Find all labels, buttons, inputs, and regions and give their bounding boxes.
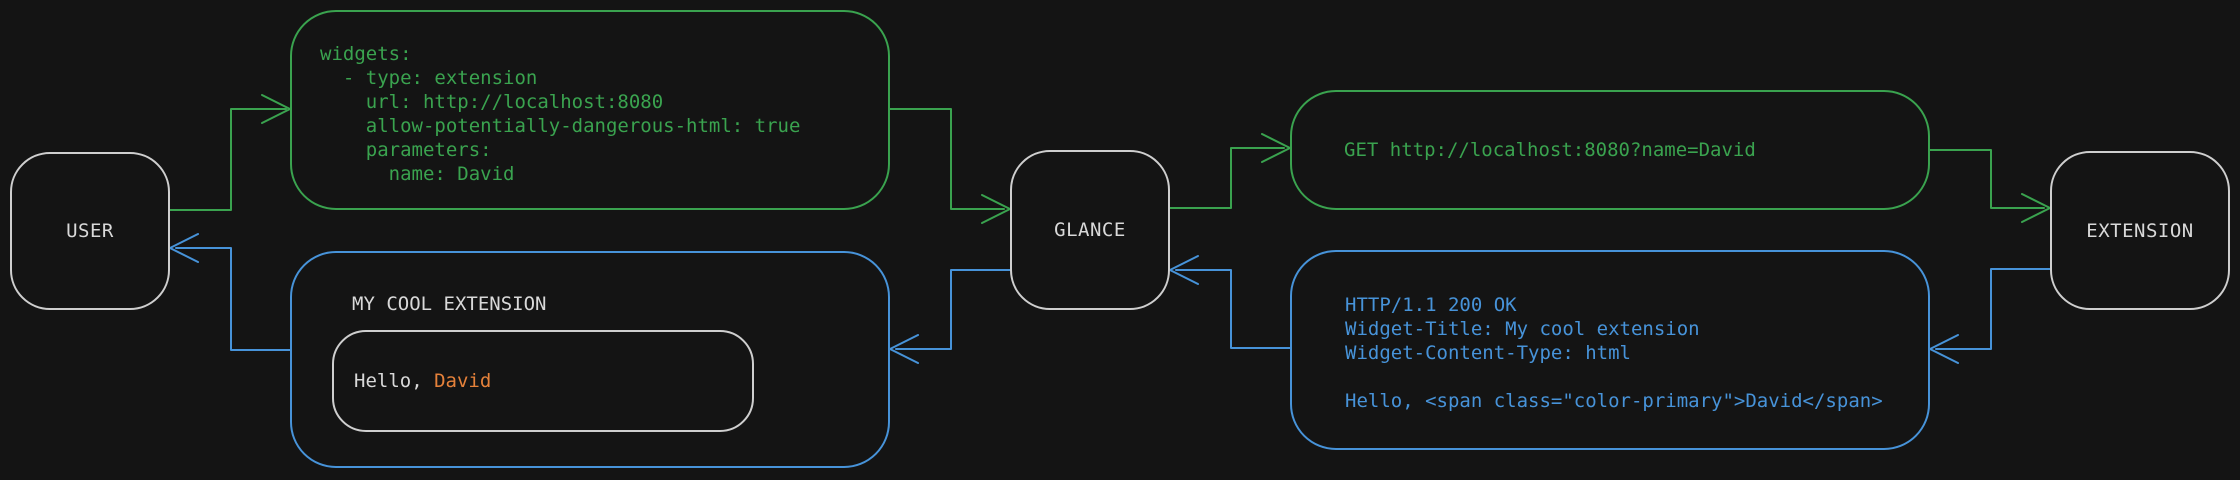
arrow-glance-to-request (1169, 133, 1291, 209)
http-response-line (1345, 365, 1918, 389)
http-response-box: HTTP/1.1 200 OK Widget-Title: My cool ex… (1290, 250, 1930, 450)
http-response-line: Widget-Title: My cool extension (1345, 318, 1700, 340)
greeting-prefix: Hello, (354, 370, 435, 392)
http-request-line: GET http://localhost:8080?name=David (1344, 139, 1756, 161)
node-user: USER (10, 152, 170, 310)
rendered-widget-box: MY COOL EXTENSION Hello, David (290, 251, 890, 468)
http-response-line: HTTP/1.1 200 OK (1345, 294, 1517, 316)
greeting-name: David (434, 370, 492, 392)
arrow-extension-to-response (1929, 268, 2051, 364)
yaml-line: name: David (320, 163, 515, 185)
node-glance: GLANCE (1010, 150, 1170, 310)
arrow-glance-to-widget (889, 269, 1011, 364)
arrow-user-to-config (169, 94, 291, 211)
node-user-label: USER (66, 220, 114, 242)
http-response-line: Widget-Content-Type: html (1345, 342, 1631, 364)
node-extension: EXTENSION (2050, 151, 2230, 310)
yaml-line: parameters: (320, 139, 492, 161)
arrow-request-to-extension (1929, 149, 2051, 223)
http-request-box: GET http://localhost:8080?name=David (1290, 90, 1930, 210)
node-glance-label: GLANCE (1054, 219, 1126, 241)
yaml-line: widgets: (320, 43, 412, 65)
yaml-config-box: widgets: - type: extension url: http://l… (290, 10, 890, 210)
arrow-widget-to-user (169, 233, 291, 351)
node-extension-label: EXTENSION (2086, 219, 2194, 242)
arrow-config-to-glance (889, 108, 1011, 224)
arrow-response-to-glance (1169, 255, 1291, 349)
widget-title: MY COOL EXTENSION (352, 293, 547, 315)
yaml-line: url: http://localhost:8080 (320, 91, 664, 113)
yaml-line: allow-potentially-dangerous-html: true (320, 115, 801, 137)
yaml-line: - type: extension (320, 67, 538, 89)
widget-greeting-box: Hello, David (332, 330, 754, 432)
http-response-line: Hello, <span class="color-primary">David… (1345, 390, 1883, 412)
